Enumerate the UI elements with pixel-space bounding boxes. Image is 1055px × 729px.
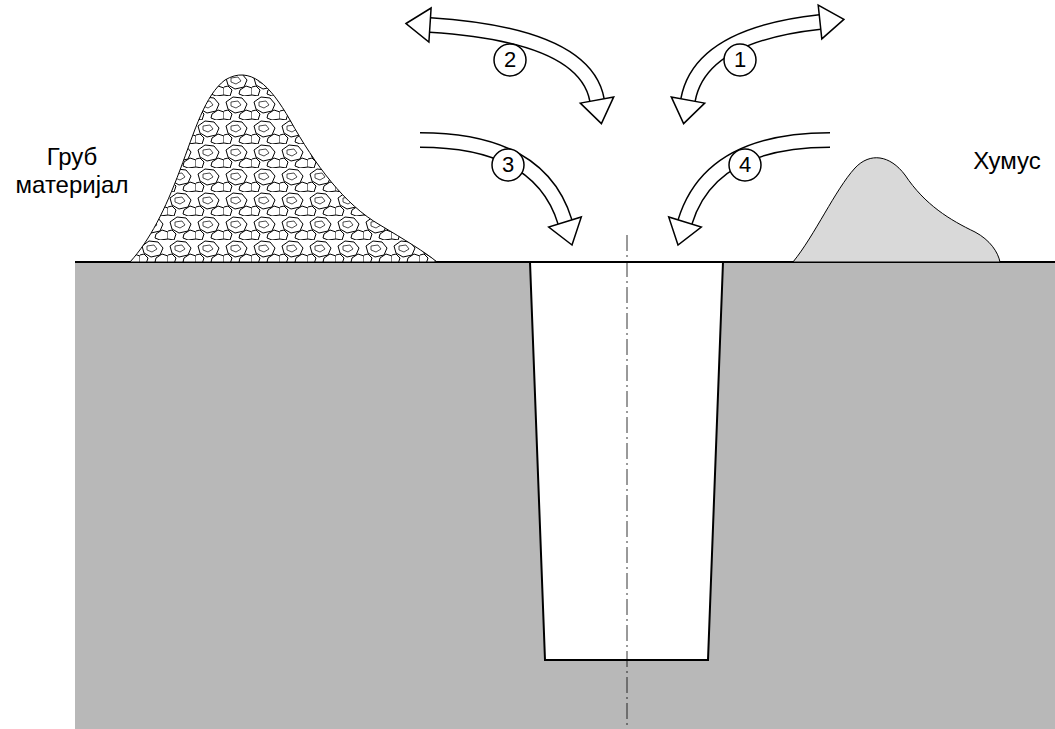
- arrow-body: [685, 140, 830, 222]
- humus-pile: [793, 158, 1000, 262]
- arrow-outline: [430, 25, 597, 100]
- trench: [530, 262, 723, 660]
- arrow-body: [420, 140, 565, 222]
- callout-circle: [724, 44, 756, 76]
- pile-label: Груб материјал: [4, 143, 140, 199]
- arrow-body: [430, 25, 597, 100]
- callout-number: 3: [491, 148, 525, 182]
- callout-number: 4: [728, 148, 762, 182]
- callout-circle: [494, 44, 526, 76]
- arrow-body: [688, 22, 820, 100]
- arrow-outline: [685, 140, 830, 222]
- arrow-head: [818, 5, 844, 39]
- callout-circle: [729, 149, 761, 181]
- ground: [75, 262, 1055, 729]
- callout-number: 1: [723, 43, 757, 77]
- pile-label: Хумус: [962, 147, 1052, 175]
- arrow-outline: [688, 22, 820, 100]
- arrow-head: [669, 217, 702, 245]
- arrow-head: [549, 217, 582, 245]
- centerline: [627, 235, 628, 729]
- arrow-head: [671, 97, 704, 124]
- callout-number: 2: [493, 43, 527, 77]
- callout-circle: [492, 149, 524, 181]
- arrow-head: [406, 8, 431, 42]
- coarse-texture: [125, 60, 445, 265]
- arrow-head: [580, 97, 613, 124]
- arrow-outline: [420, 140, 565, 222]
